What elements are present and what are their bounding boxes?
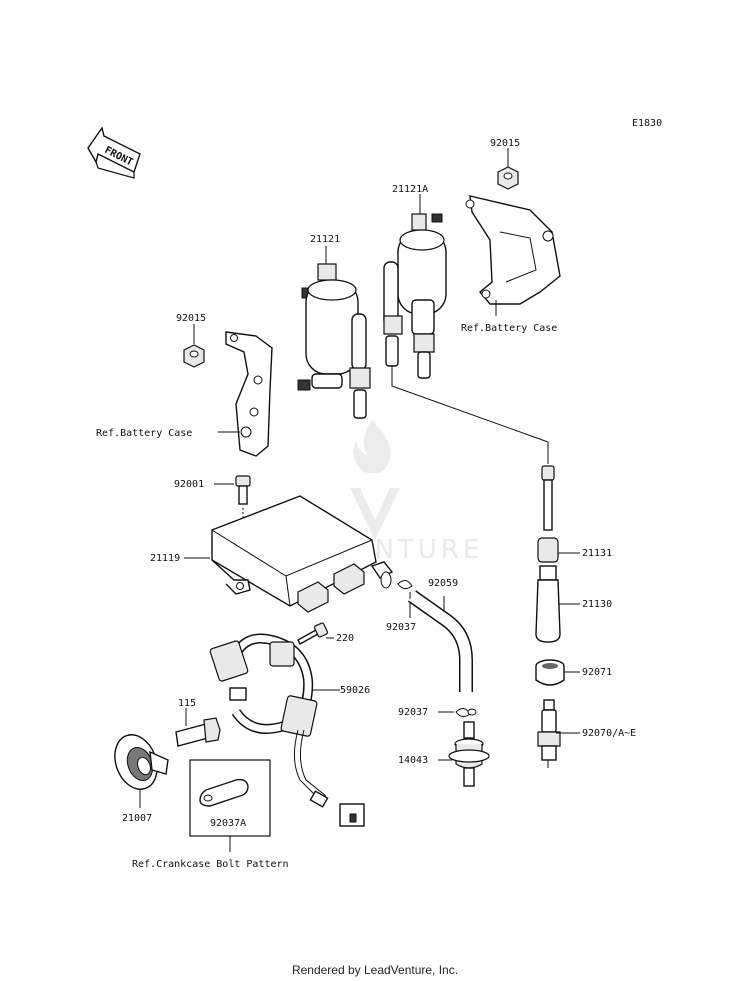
- front-arrow-icon: FRONT: [87, 126, 141, 179]
- screw-220: [297, 622, 334, 645]
- seal-92071: [535, 659, 580, 686]
- clamp-92037-upper: [397, 580, 413, 618]
- clamp-92037-lower: [438, 708, 477, 718]
- label-92037-upper: 92037: [386, 622, 416, 633]
- hv-lead-line: [391, 366, 549, 464]
- spark-plug-92070: [537, 699, 580, 768]
- ref-battery-case-right: Ref.Battery Case: [461, 323, 557, 334]
- label-92071: 92071: [582, 667, 612, 678]
- crankcase-bolt-box: [189, 759, 271, 852]
- label-21007: 21007: [122, 813, 152, 824]
- ignition-coil-21121: [297, 246, 371, 419]
- hose-92059: [407, 590, 473, 692]
- nut-92015-left: [183, 324, 205, 368]
- label-115: 115: [178, 698, 196, 709]
- label-59026: 59026: [340, 685, 370, 696]
- bracket-right: [465, 195, 561, 316]
- footer-credit: Rendered by LeadVenture, Inc.: [291, 963, 459, 977]
- label-92037A: 92037A: [210, 818, 246, 829]
- label-92001: 92001: [174, 479, 204, 490]
- label-14043: 14043: [398, 755, 428, 766]
- rotor-21007: [114, 734, 169, 808]
- label-21121A: 21121A: [392, 184, 428, 195]
- label-220: 220: [336, 633, 354, 644]
- label-92015-left: 92015: [176, 313, 206, 324]
- diagram-code: E1830: [632, 118, 662, 129]
- pickup-coil-59026: [209, 633, 365, 827]
- label-21119: 21119: [150, 553, 180, 564]
- label-21131: 21131: [582, 548, 612, 559]
- nut-92015-top: [497, 148, 519, 190]
- bolt-115: [175, 708, 221, 747]
- ignition-coil-21121A: [383, 194, 447, 379]
- ignitor-unit-21119: [184, 495, 394, 613]
- bracket-left: [218, 331, 273, 457]
- plug-cap-assembly: [535, 465, 580, 643]
- label-92015-top: 92015: [490, 138, 520, 149]
- ref-battery-case-left: Ref.Battery Case: [96, 428, 192, 439]
- label-21121: 21121: [310, 234, 340, 245]
- breather-14043: [438, 721, 490, 787]
- label-92059: 92059: [428, 578, 458, 589]
- label-21130: 21130: [582, 599, 612, 610]
- label-92070: 92070/A~E: [582, 728, 636, 739]
- ref-crankcase-bolt-pattern: Ref.Crankcase Bolt Pattern: [132, 859, 289, 870]
- label-92037-lower: 92037: [398, 707, 428, 718]
